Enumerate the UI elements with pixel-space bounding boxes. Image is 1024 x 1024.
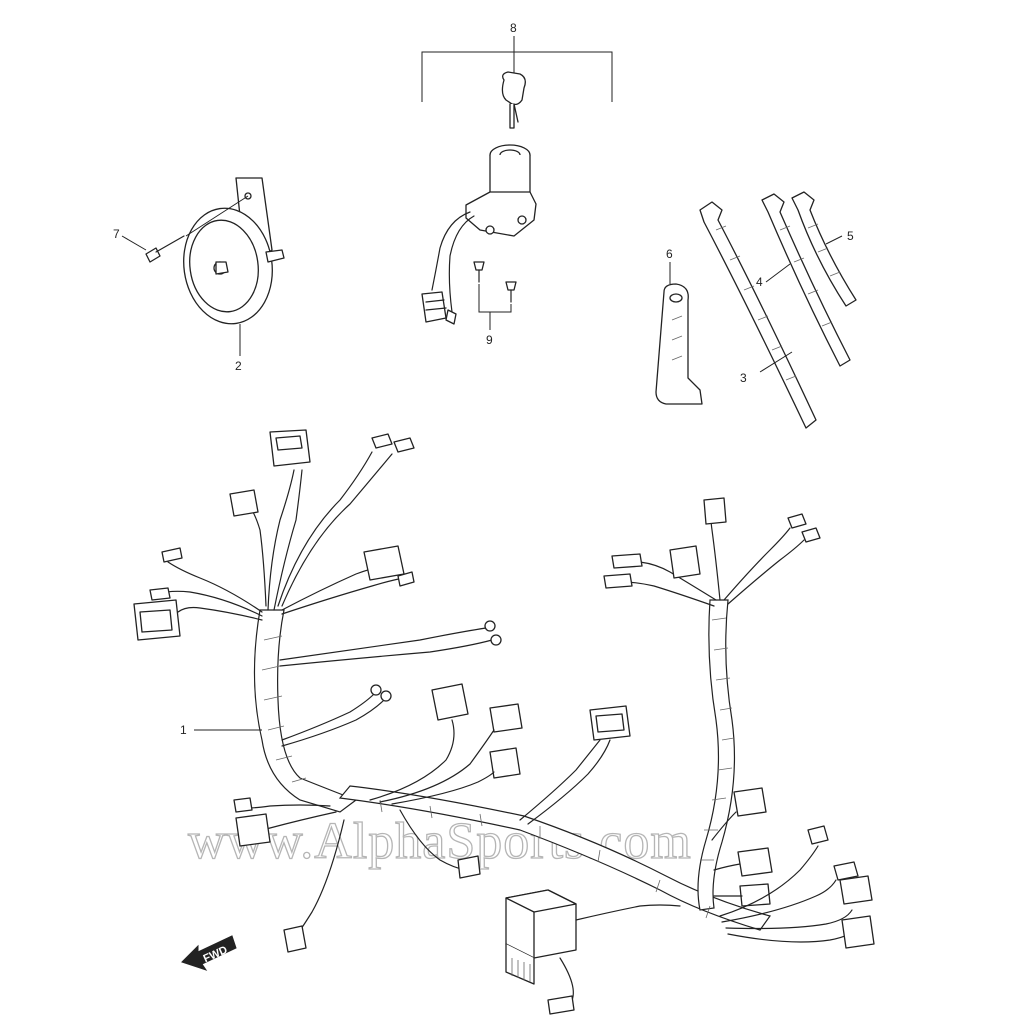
callout-2: 2 — [235, 359, 242, 373]
callout-8: 8 — [510, 21, 517, 35]
cable-ties — [655, 191, 857, 429]
callout-3: 3 — [740, 371, 747, 385]
forward-direction-badge: FWD — [181, 935, 237, 971]
ignition-screws — [473, 261, 517, 330]
relay-unit — [505, 889, 681, 1015]
callout-1: 1 — [180, 723, 187, 737]
ignition-switch-assembly — [421, 36, 613, 330]
callout-5: 5 — [847, 229, 854, 243]
callout-9: 9 — [486, 333, 493, 347]
callout-7: 7 — [113, 227, 120, 241]
ignition-switch — [421, 144, 537, 325]
callout-4: 4 — [756, 275, 763, 289]
key — [501, 71, 526, 129]
callout-6: 6 — [666, 247, 673, 261]
horn-assembly — [121, 177, 285, 356]
fwd-label: FWD — [202, 944, 230, 965]
wiring-harness — [133, 429, 875, 1015]
